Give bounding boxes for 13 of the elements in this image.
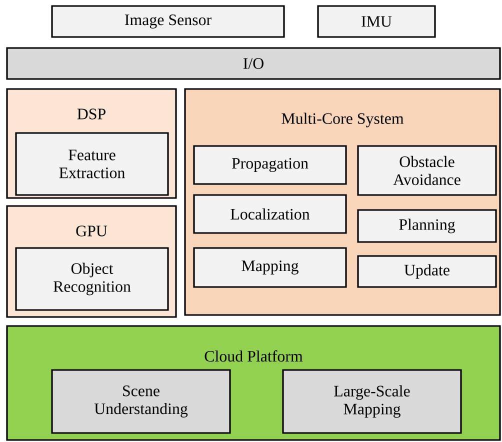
component-box: Planning (357, 209, 497, 243)
component-box: IMU (317, 5, 436, 38)
component-box: Image Sensor (51, 5, 285, 38)
component-box: Large-Scale Mapping (282, 369, 462, 434)
component-box: I/O (6, 47, 501, 80)
component-box: Localization (193, 194, 347, 234)
component-box: Object Recognition (15, 247, 169, 311)
component-box: Propagation (193, 145, 347, 185)
component-box: Obstacle Avoidance (357, 145, 497, 196)
component-box: Update (357, 255, 497, 288)
component-box: Scene Understanding (51, 369, 231, 434)
component-box: Mapping (193, 247, 347, 288)
component-box: Feature Extraction (15, 132, 169, 196)
